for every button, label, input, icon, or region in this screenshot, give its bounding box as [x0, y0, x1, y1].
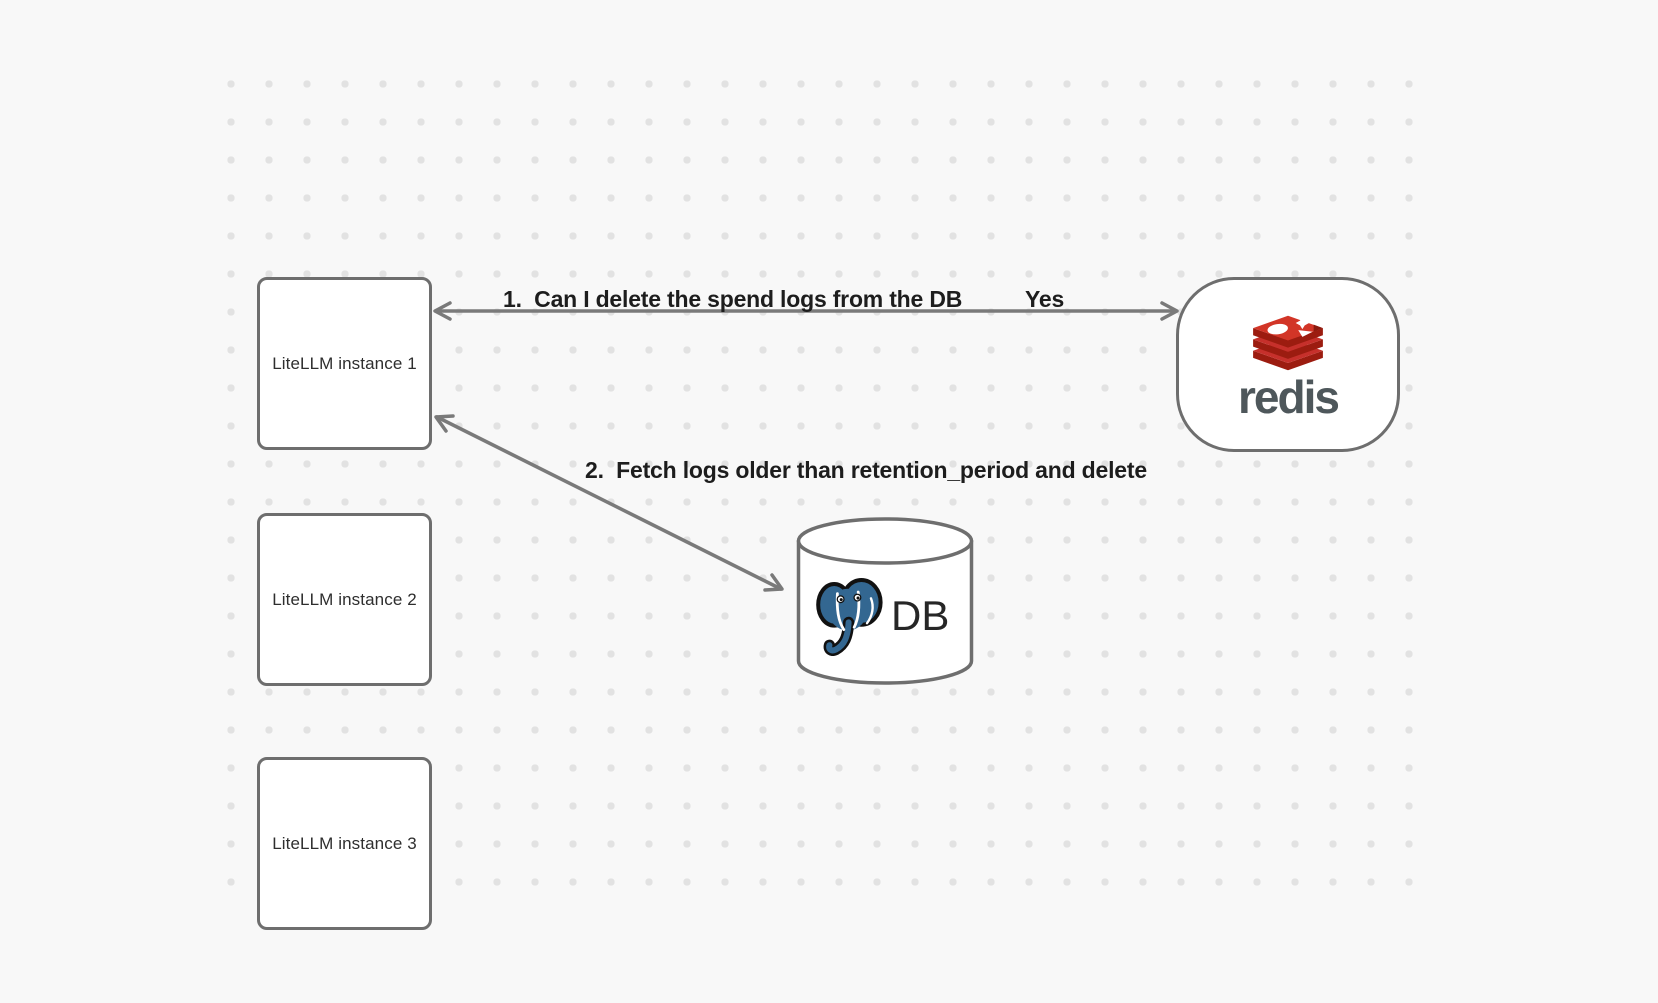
edge-instance1-db[interactable] — [434, 414, 784, 592]
postgresql-logo-icon — [816, 578, 883, 656]
redis-wordmark: redis — [1238, 371, 1340, 423]
edge-2-arrowhead-top[interactable] — [434, 414, 455, 433]
edge-instance1-redis[interactable] — [433, 301, 1179, 321]
node-litellm-instance-3-label: LiteLLM instance 3 — [272, 833, 417, 853]
edge-1-response-label: Yes — [1025, 286, 1065, 312]
node-litellm-instance-1[interactable]: LiteLLM instance 1 — [257, 277, 432, 450]
redis-logo-icon — [1253, 315, 1323, 371]
node-litellm-instance-2-label: LiteLLM instance 2 — [272, 589, 417, 609]
edge-1-arrowhead-left[interactable] — [433, 301, 452, 321]
node-litellm-instance-1-label: LiteLLM instance 1 — [272, 353, 417, 373]
database-label: DB — [891, 592, 950, 639]
edge-2-line[interactable] — [435, 415, 783, 591]
node-litellm-instance-3[interactable]: LiteLLM instance 3 — [257, 757, 432, 930]
node-database[interactable]: DB — [795, 515, 975, 689]
redis-stack — [1253, 315, 1323, 371]
edge-1-label: 1. Can I delete the spend logs from the … — [503, 286, 963, 312]
node-redis[interactable]: redis — [1176, 277, 1400, 452]
edge-2-label: 2. Fetch logs older than retention_perio… — [585, 457, 1147, 483]
postgresql-elephant — [816, 578, 883, 656]
node-litellm-instance-2[interactable]: LiteLLM instance 2 — [257, 513, 432, 686]
edge-1-arrowhead-right[interactable] — [1160, 301, 1179, 321]
edge-2-arrowhead-bottom[interactable] — [763, 573, 784, 592]
